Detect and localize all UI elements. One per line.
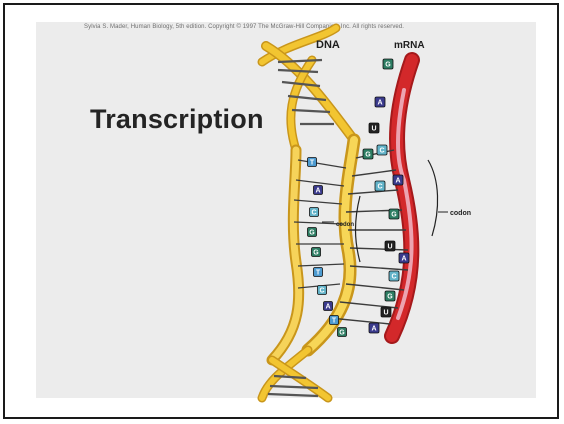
dna-lower-helix bbox=[262, 350, 328, 398]
svg-text:T: T bbox=[332, 318, 337, 325]
mrna-base-5: C bbox=[375, 181, 385, 191]
svg-text:A: A bbox=[315, 188, 320, 195]
codon-label: codon bbox=[450, 210, 471, 217]
dna-base-0: T bbox=[308, 158, 317, 167]
svg-text:A: A bbox=[401, 256, 406, 263]
mrna-base-8: U bbox=[385, 241, 395, 251]
svg-text:A: A bbox=[371, 326, 376, 333]
svg-text:U: U bbox=[383, 310, 388, 317]
mrna-base-13: A bbox=[369, 323, 379, 333]
dna-base-8: T bbox=[330, 316, 339, 325]
svg-text:C: C bbox=[377, 184, 382, 191]
mrna-base-7: G bbox=[389, 209, 399, 219]
mrna-codon-bracket bbox=[428, 160, 438, 236]
mrna-label: mRNA bbox=[394, 40, 425, 51]
svg-text:T: T bbox=[316, 270, 321, 277]
svg-text:A: A bbox=[395, 178, 400, 185]
svg-text:C: C bbox=[319, 288, 324, 295]
svg-text:C: C bbox=[391, 274, 396, 281]
dna-base-6: C bbox=[318, 286, 327, 295]
svg-text:G: G bbox=[365, 152, 371, 159]
mrna-base-2: U bbox=[369, 123, 379, 133]
dna-base-2: C bbox=[310, 208, 319, 217]
dna-base-5: T bbox=[314, 268, 323, 277]
svg-text:U: U bbox=[371, 126, 376, 133]
dna-base-9: G bbox=[338, 328, 347, 337]
mrna-base-0: G bbox=[383, 59, 393, 69]
svg-text:T: T bbox=[310, 160, 315, 167]
dna-coding-strand bbox=[272, 150, 299, 360]
svg-text:G: G bbox=[313, 250, 319, 257]
svg-text:G: G bbox=[391, 212, 397, 219]
dna-label: DNA bbox=[316, 39, 340, 51]
dna-upper-helix bbox=[262, 28, 354, 150]
dna-base-7: A bbox=[324, 302, 333, 311]
svg-text:C: C bbox=[311, 210, 316, 217]
mrna-base-6: A bbox=[393, 175, 403, 185]
svg-text:C: C bbox=[379, 148, 384, 155]
svg-text:G: G bbox=[339, 330, 345, 337]
svg-text:U: U bbox=[387, 244, 392, 251]
svg-text:G: G bbox=[385, 62, 391, 69]
svg-text:A: A bbox=[377, 100, 382, 107]
dna-base-3: G bbox=[308, 228, 317, 237]
mrna-base-3: G bbox=[363, 149, 373, 159]
mrna-base-9: A bbox=[399, 253, 409, 263]
svg-text:A: A bbox=[325, 304, 330, 311]
mrna-base-10: C bbox=[389, 271, 399, 281]
dna-base-4: G bbox=[312, 248, 321, 257]
svg-text:G: G bbox=[309, 230, 315, 237]
mrna-base-1: A bbox=[375, 97, 385, 107]
template-codon-label: codon bbox=[336, 222, 354, 228]
mrna-base-12: U bbox=[381, 307, 391, 317]
mrna-base-4: C bbox=[377, 145, 387, 155]
dna-base-1: A bbox=[314, 186, 323, 195]
svg-text:G: G bbox=[387, 294, 393, 301]
mrna-base-11: G bbox=[385, 291, 395, 301]
template-codon-bracket bbox=[356, 196, 361, 262]
